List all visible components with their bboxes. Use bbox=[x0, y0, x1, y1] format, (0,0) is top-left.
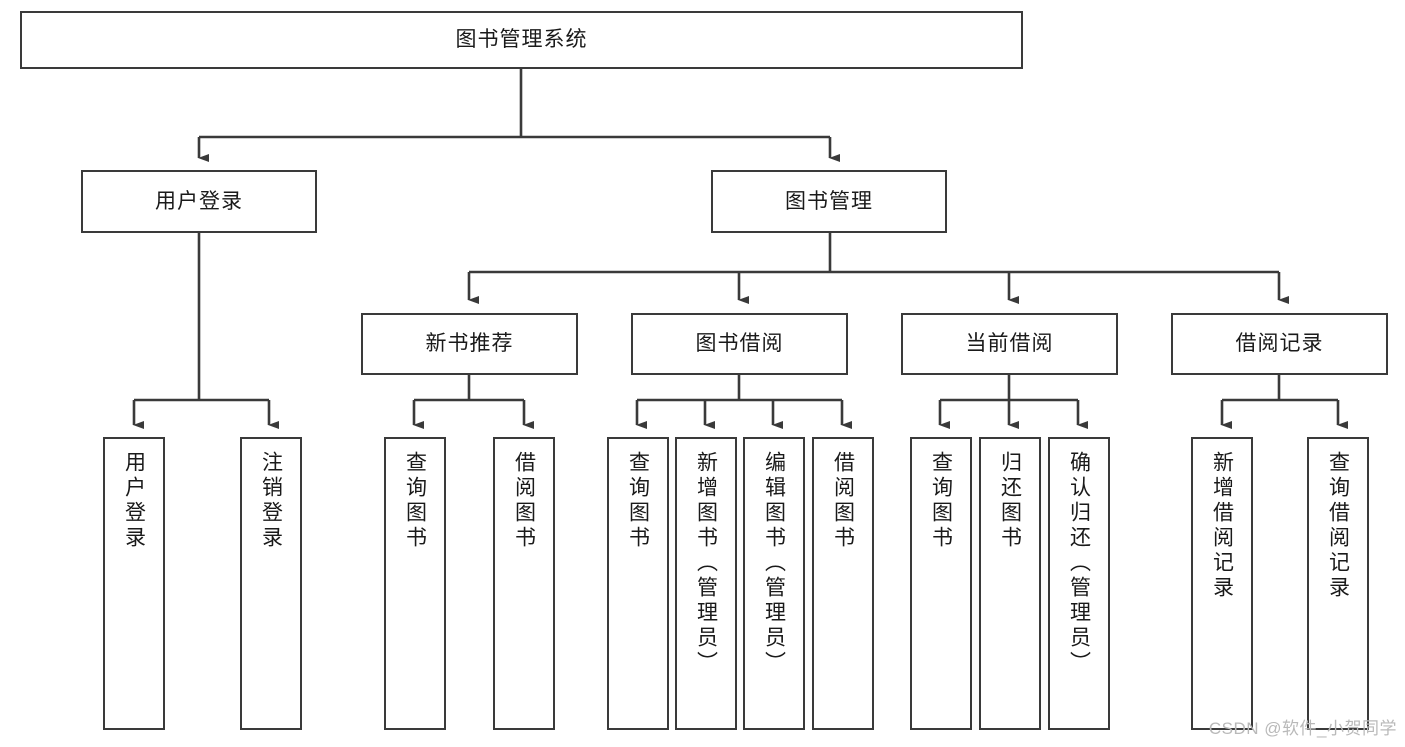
node-current-borrow[interactable]: 当前借阅 bbox=[901, 313, 1118, 375]
node-label: 用户登录 bbox=[122, 451, 146, 551]
node-label: 借阅图书 bbox=[831, 451, 855, 551]
leaf-recommend-borrow-book[interactable]: 借阅图书 bbox=[493, 437, 555, 730]
node-label: 查询图书 bbox=[403, 451, 427, 551]
node-label: 查询图书 bbox=[626, 451, 650, 551]
node-root-book-management-system[interactable]: 图书管理系统 bbox=[20, 11, 1023, 69]
leaf-borrow-query-book[interactable]: 查询图书 bbox=[607, 437, 669, 730]
leaf-record-add-borrow-record[interactable]: 新增借阅记录 bbox=[1191, 437, 1253, 730]
node-label: 图书管理 bbox=[785, 189, 873, 213]
node-book-management[interactable]: 图书管理 bbox=[711, 170, 947, 233]
leaf-borrow-edit-book-admin[interactable]: 编辑图书（管理员） bbox=[743, 437, 805, 730]
node-label: 新增借阅记录 bbox=[1210, 451, 1234, 601]
leaf-borrow-borrow-book[interactable]: 借阅图书 bbox=[812, 437, 874, 730]
node-label: 当前借阅 bbox=[965, 332, 1054, 356]
node-label: 图书借阅 bbox=[695, 332, 784, 356]
leaf-user-login-login[interactable]: 用户登录 bbox=[103, 437, 165, 730]
node-book-borrow[interactable]: 图书借阅 bbox=[631, 313, 848, 375]
leaf-recommend-query-book[interactable]: 查询图书 bbox=[384, 437, 446, 730]
node-label: 查询借阅记录 bbox=[1326, 451, 1350, 601]
node-label: 新增图书（管理员） bbox=[694, 451, 718, 676]
leaf-user-login-logout[interactable]: 注销登录 bbox=[240, 437, 302, 730]
leaf-current-confirm-return-admin[interactable]: 确认归还（管理员） bbox=[1048, 437, 1110, 730]
node-borrow-record[interactable]: 借阅记录 bbox=[1171, 313, 1388, 375]
leaf-borrow-add-book-admin[interactable]: 新增图书（管理员） bbox=[675, 437, 737, 730]
leaf-current-query-book[interactable]: 查询图书 bbox=[910, 437, 972, 730]
node-label: 新书推荐 bbox=[425, 332, 514, 356]
node-new-book-recommend[interactable]: 新书推荐 bbox=[361, 313, 578, 375]
node-user-login[interactable]: 用户登录 bbox=[81, 170, 317, 233]
node-label: 借阅记录 bbox=[1235, 332, 1324, 356]
node-label: 确认归还（管理员） bbox=[1067, 451, 1091, 676]
node-label: 用户登录 bbox=[155, 189, 243, 213]
watermark: CSDN @软件_小贺同学 bbox=[1208, 719, 1397, 738]
node-label: 借阅图书 bbox=[512, 451, 536, 551]
node-label: 归还图书 bbox=[998, 451, 1022, 551]
node-label: 查询图书 bbox=[929, 451, 953, 551]
node-label: 编辑图书（管理员） bbox=[762, 451, 786, 676]
node-label: 图书管理系统 bbox=[455, 28, 588, 52]
leaf-record-query-borrow-record[interactable]: 查询借阅记录 bbox=[1307, 437, 1369, 730]
leaf-current-return-book[interactable]: 归还图书 bbox=[979, 437, 1041, 730]
node-label: 注销登录 bbox=[259, 451, 283, 551]
